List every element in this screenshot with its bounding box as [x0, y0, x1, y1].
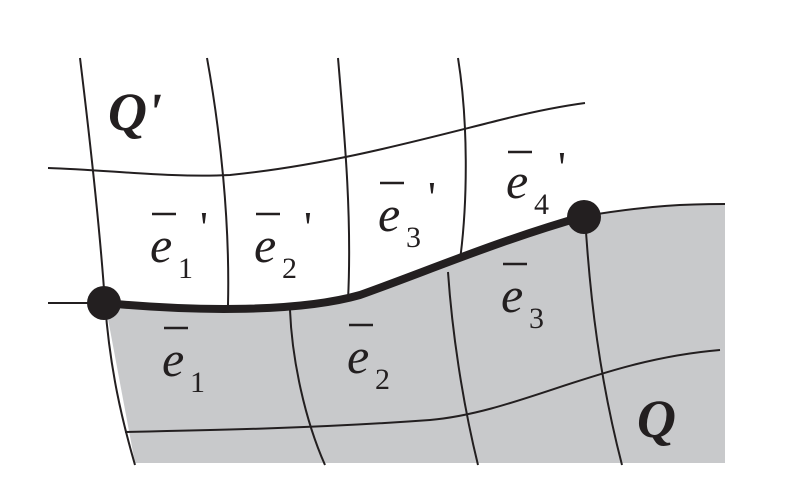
- grid-line-v3: [337, 57, 351, 301]
- svg-text:': ': [558, 143, 566, 192]
- svg-text:1: 1: [178, 252, 193, 285]
- svg-text:4: 4: [534, 188, 549, 221]
- svg-text:e: e: [501, 267, 523, 323]
- upper-edge-label-3: e 3 ': [378, 173, 436, 254]
- region-label-upper: Q': [108, 82, 162, 142]
- svg-text:e: e: [347, 328, 369, 384]
- grid-line-h1: [47, 102, 586, 177]
- lower-edge-label-3: e 3: [501, 262, 544, 335]
- interface-endpoint-right: [567, 200, 601, 234]
- svg-text:2: 2: [375, 363, 390, 396]
- svg-text:e: e: [162, 331, 184, 387]
- lower-edge-label-2: e 2: [347, 323, 390, 396]
- svg-text:': ': [200, 203, 208, 252]
- upper-edge-label-1: e 1 ': [150, 203, 208, 285]
- svg-text:e: e: [254, 217, 276, 273]
- region-label-lower: Q: [637, 389, 676, 449]
- svg-text:e: e: [378, 186, 400, 242]
- svg-text:e: e: [150, 217, 172, 273]
- grid-line-h3: [124, 349, 721, 433]
- grid-line-h4: [584, 203, 726, 217]
- upper-edge-label-2: e 2 ': [254, 203, 312, 285]
- grid-line-v4: [457, 57, 467, 261]
- grid-line-v5: [289, 309, 326, 466]
- svg-text:e: e: [506, 153, 528, 209]
- grid-line-v7: [584, 215, 623, 466]
- interface-endpoint-left: [87, 286, 121, 320]
- svg-text:1: 1: [190, 366, 205, 399]
- interface-curve: [101, 212, 589, 313]
- upper-edge-label-4: e 4 ': [506, 143, 566, 221]
- svg-text:3: 3: [529, 302, 544, 335]
- svg-text:': ': [428, 173, 436, 222]
- svg-text:3: 3: [406, 221, 421, 254]
- svg-text:2: 2: [282, 252, 297, 285]
- grid-line-v6: [447, 271, 479, 466]
- svg-text:': ': [304, 203, 312, 252]
- grid-line-v2: [206, 57, 230, 306]
- region-q-fill: [105, 204, 725, 463]
- lower-edge-label-1: e 1: [162, 326, 205, 399]
